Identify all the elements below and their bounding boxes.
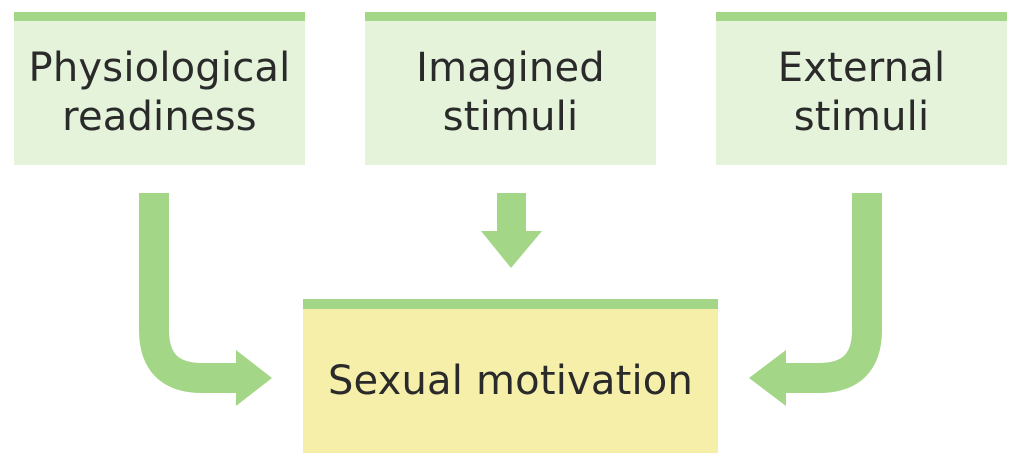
label-line: readiness xyxy=(62,94,257,140)
arrow-imagined-to-motivation xyxy=(481,193,542,268)
label-line: Imagined xyxy=(416,45,605,92)
input-label: Imagined stimuli xyxy=(410,44,611,142)
label-line: stimuli xyxy=(793,94,930,140)
input-box-physiological-readiness: Physiological readiness xyxy=(14,12,305,165)
input-label: Physiological readiness xyxy=(23,44,297,142)
input-label: External stimuli xyxy=(772,44,952,142)
arrow-physiological-to-motivation xyxy=(139,193,272,406)
label-line: stimuli xyxy=(442,94,579,140)
outcome-box-sexual-motivation: Sexual motivation xyxy=(303,299,718,453)
arrow-external-to-motivation xyxy=(749,193,882,406)
input-box-external-stimuli: External stimuli xyxy=(716,12,1007,165)
label-line: External xyxy=(777,45,946,92)
label-line: Physiological xyxy=(28,45,291,92)
input-box-imagined-stimuli: Imagined stimuli xyxy=(365,12,656,165)
outcome-label: Sexual motivation xyxy=(327,357,694,404)
